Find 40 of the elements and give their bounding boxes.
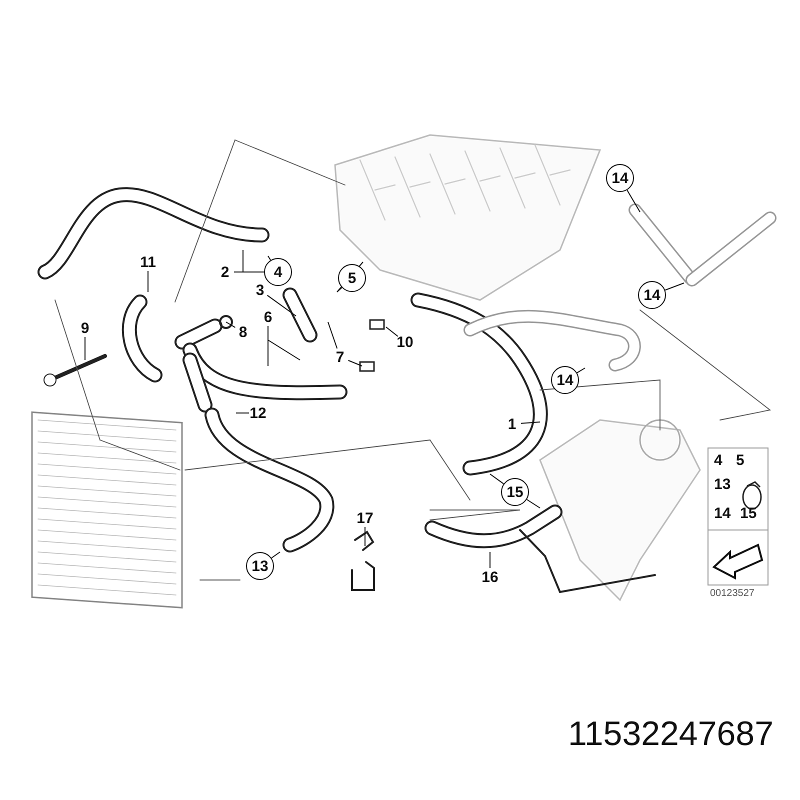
drawing-number: 00123527: [710, 588, 754, 599]
callout-number: 12: [246, 403, 270, 423]
part-number: 11532247687: [568, 715, 774, 754]
leader-line: [268, 326, 300, 360]
callout-number: 2: [213, 262, 237, 282]
leader-line: [348, 360, 362, 366]
circled-callout-number: 14: [551, 366, 579, 394]
circled-callout-number: 15: [501, 478, 529, 506]
callout-number: 6: [256, 307, 280, 327]
key-number: 14: [714, 505, 731, 522]
leader-line: [84, 336, 86, 360]
callout-number: 1: [500, 414, 524, 434]
circled-callout-number: 14: [606, 164, 634, 192]
leader-line: [520, 422, 540, 424]
leader-line: [236, 412, 250, 414]
leader-line: [328, 322, 338, 349]
circled-callout-number: 14: [638, 281, 666, 309]
key-number: 5: [736, 452, 744, 469]
key-number: 13: [714, 476, 731, 493]
leader-line: [271, 552, 280, 558]
leader-line: [226, 322, 236, 328]
leader-line: [386, 326, 398, 337]
callout-number: 10: [393, 332, 417, 352]
leader-line: [664, 282, 684, 291]
leader-line: [266, 294, 296, 316]
callout-number: 16: [478, 567, 502, 587]
circled-callout-number: 4: [264, 258, 292, 286]
leader-line: [490, 474, 504, 484]
key-number: 15: [740, 505, 757, 522]
leader-line: [576, 368, 586, 374]
callout-number: 7: [328, 347, 352, 367]
callout-number: 9: [73, 318, 97, 338]
leader-line: [364, 526, 366, 546]
leader-line: [626, 190, 640, 212]
key-number: 4: [714, 452, 722, 469]
circled-callout-number: 13: [246, 552, 274, 580]
leader-line: [526, 499, 540, 508]
callout-number: 8: [231, 322, 255, 342]
callout-number: 17: [353, 508, 377, 528]
callout-number: 11: [136, 252, 160, 272]
